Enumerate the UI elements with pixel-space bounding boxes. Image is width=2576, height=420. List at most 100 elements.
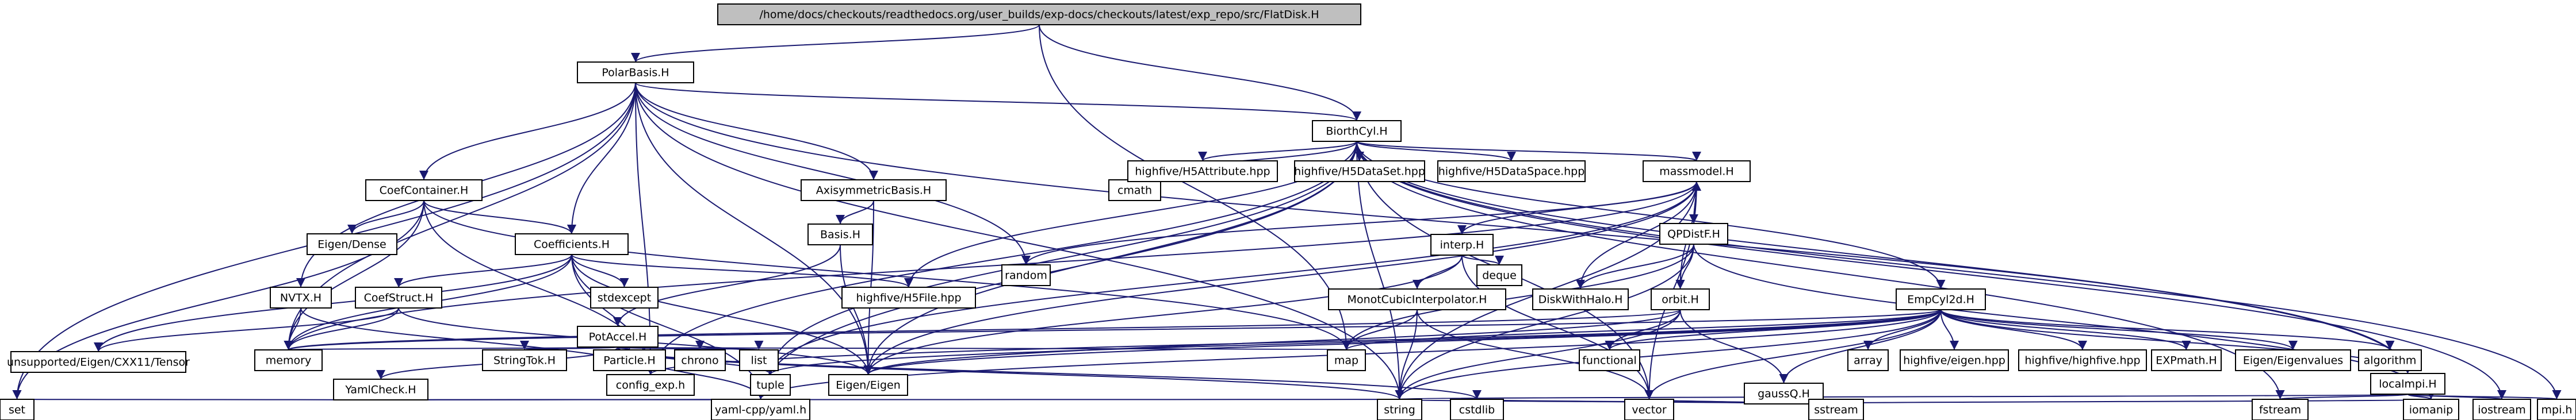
node-cstdlib[interactable]: cstdlib — [1450, 399, 1504, 420]
node-yamlcheck[interactable]: YamlCheck.H — [333, 379, 428, 400]
node-set[interactable]: set — [0, 399, 35, 420]
node-iostream[interactable]: iostream — [2472, 399, 2531, 420]
edge-empcyl2d-to-gaussq — [1779, 309, 1942, 384]
node-empcyl2d-box — [1896, 288, 1986, 310]
edge-empcyl2d-to-vector — [1644, 309, 1942, 400]
node-axisymmetricbasis[interactable]: AxisymmetricBasis.H — [801, 179, 947, 201]
node-h5eigen[interactable]: highfive/eigen.hpp — [1900, 349, 2009, 371]
node-basis[interactable]: Basis.H — [807, 224, 873, 245]
node-h5dataspace[interactable]: highfive/H5DataSpace.hpp — [1437, 160, 1586, 182]
node-biorthcyl[interactable]: BiorthCyl.H — [1312, 120, 1402, 142]
node-localmpi[interactable]: localmpi.H — [2370, 373, 2445, 395]
node-algorithm-box — [2358, 349, 2422, 371]
edge-polarbasis-to-memory — [284, 82, 636, 350]
node-algorithm[interactable]: algorithm — [2358, 349, 2422, 371]
edge-empcyl2d-to-memory — [284, 309, 1942, 350]
node-localmpi-box — [2370, 373, 2445, 395]
node-coefcontainer-box — [365, 179, 483, 201]
node-coefstruct-box — [355, 287, 442, 309]
node-deque-box — [1476, 264, 1522, 286]
node-particle-label: Particle.H — [603, 355, 656, 367]
node-memory-label: memory — [266, 355, 311, 367]
node-yamlcheck-box — [333, 379, 428, 400]
node-cmath-box — [1108, 179, 1161, 201]
node-mpih-box — [2537, 399, 2576, 420]
node-random[interactable]: random — [1001, 264, 1051, 286]
node-array-label: array — [1854, 355, 1882, 367]
node-stdexcept[interactable]: stdexcept — [590, 287, 659, 309]
node-qpdistf[interactable]: QPDistF.H — [1659, 223, 1728, 245]
node-stringtok-label: StringTok.H — [493, 355, 556, 367]
node-cmath[interactable]: cmath — [1108, 179, 1161, 201]
node-h5highfive[interactable]: highfive/highfive.hpp — [2018, 349, 2147, 371]
node-empcyl2d[interactable]: EmpCyl2d.H — [1896, 288, 1986, 310]
edge-biorthcyl-to-mpih — [1356, 141, 2562, 400]
node-string[interactable]: string — [1377, 399, 1422, 420]
node-vector[interactable]: vector — [1624, 399, 1674, 420]
node-iomanip[interactable]: iomanip — [2403, 399, 2459, 420]
node-iomanip-box — [2403, 399, 2459, 420]
edge-coefficients-to-tensor — [94, 254, 572, 352]
node-list[interactable]: list — [739, 349, 779, 371]
node-flatdisk[interactable]: /home/docs/checkouts/readthedocs.org/use… — [717, 3, 1361, 25]
edge-empcyl2d-to-expmath — [1940, 309, 2191, 350]
edge-biorthcyl-to-massmodel — [1356, 141, 1701, 161]
node-map[interactable]: map — [1327, 349, 1366, 371]
node-coefficients-box — [515, 233, 629, 255]
edge-biorthcyl-to-tuple — [765, 141, 1357, 375]
edge-interp-to-vector — [1461, 255, 1654, 400]
node-eigenvalues[interactable]: Eigen/Eigenvalues — [2235, 349, 2351, 371]
node-tensor[interactable]: unsupported/Eigen/CXX11/Tensor — [7, 351, 190, 373]
node-array[interactable]: array — [1847, 349, 1889, 371]
node-coefficients-label: Coefficients.H — [534, 238, 610, 251]
node-h5dataset[interactable]: highfive/H5DataSet.hpp — [1294, 160, 1425, 182]
node-functional[interactable]: functional — [1579, 349, 1640, 371]
node-coefstruct-label: CoefStruct.H — [364, 292, 434, 305]
node-interp[interactable]: interp.H — [1430, 234, 1494, 256]
node-eigeneigen[interactable]: Eigen/Eigen — [828, 374, 908, 396]
node-yamlcpp-box — [711, 399, 810, 420]
node-yamlcpp[interactable]: yaml-cpp/yaml.h — [711, 399, 810, 420]
node-h5file[interactable]: highfive/H5File.hpp — [841, 287, 976, 309]
node-coefficients[interactable]: Coefficients.H — [515, 233, 629, 255]
node-axisymmetricbasis-label: AxisymmetricBasis.H — [816, 184, 931, 197]
node-eigeneigen-box — [828, 374, 908, 396]
node-expmath-box — [2151, 349, 2222, 371]
node-tuple-box — [750, 374, 791, 396]
node-diskwithhalo[interactable]: DiskWithHalo.H — [1532, 288, 1629, 310]
node-mpih[interactable]: mpi.h — [2537, 399, 2576, 420]
node-qpdistf-box — [1659, 223, 1728, 245]
node-particle[interactable]: Particle.H — [593, 349, 666, 371]
node-coefstruct[interactable]: CoefStruct.H — [355, 287, 442, 309]
node-stringtok[interactable]: StringTok.H — [482, 349, 567, 371]
node-polarbasis[interactable]: PolarBasis.H — [577, 61, 694, 83]
node-map-box — [1327, 349, 1366, 371]
node-deque[interactable]: deque — [1476, 264, 1522, 286]
node-fstream[interactable]: fstream — [2252, 399, 2309, 420]
node-set-label: set — [9, 404, 25, 417]
node-massmodel-box — [1643, 160, 1751, 182]
node-potaccel-label: PotAccel.H — [589, 331, 647, 344]
edge-flatdisk-to-polarbasis — [631, 24, 1040, 63]
node-diskwithhalo-box — [1532, 288, 1629, 310]
node-coefcontainer[interactable]: CoefContainer.H — [365, 179, 483, 201]
edge-massmodel-to-tuple — [765, 181, 1697, 375]
node-nvtx[interactable]: NVTX.H — [270, 287, 332, 309]
node-yamlcheck-label: YamlCheck.H — [345, 384, 416, 396]
node-h5attribute[interactable]: highfive/H5Attribute.hpp — [1127, 160, 1278, 182]
node-configexp[interactable]: config_exp.h — [606, 374, 695, 396]
node-sstream[interactable]: sstream — [1808, 399, 1864, 420]
node-expmath[interactable]: EXPmath.H — [2151, 349, 2222, 371]
node-monotcubic[interactable]: MonotCubicInterpolator.H — [1328, 288, 1506, 310]
node-potaccel-box — [577, 326, 659, 348]
node-eigendense[interactable]: Eigen/Dense — [307, 233, 397, 255]
node-orbit[interactable]: orbit.H — [1651, 288, 1710, 310]
node-memory[interactable]: memory — [254, 349, 323, 371]
edge-biorthcyl-to-localmpi — [1356, 141, 2413, 374]
node-chrono[interactable]: chrono — [674, 349, 726, 371]
edge-massmodel-to-eigeneigen — [863, 181, 1697, 375]
node-potaccel[interactable]: PotAccel.H — [577, 326, 659, 348]
node-massmodel[interactable]: massmodel.H — [1643, 160, 1751, 182]
edge-polarbasis-to-biorthcyl — [635, 82, 1361, 121]
node-tuple[interactable]: tuple — [750, 374, 791, 396]
